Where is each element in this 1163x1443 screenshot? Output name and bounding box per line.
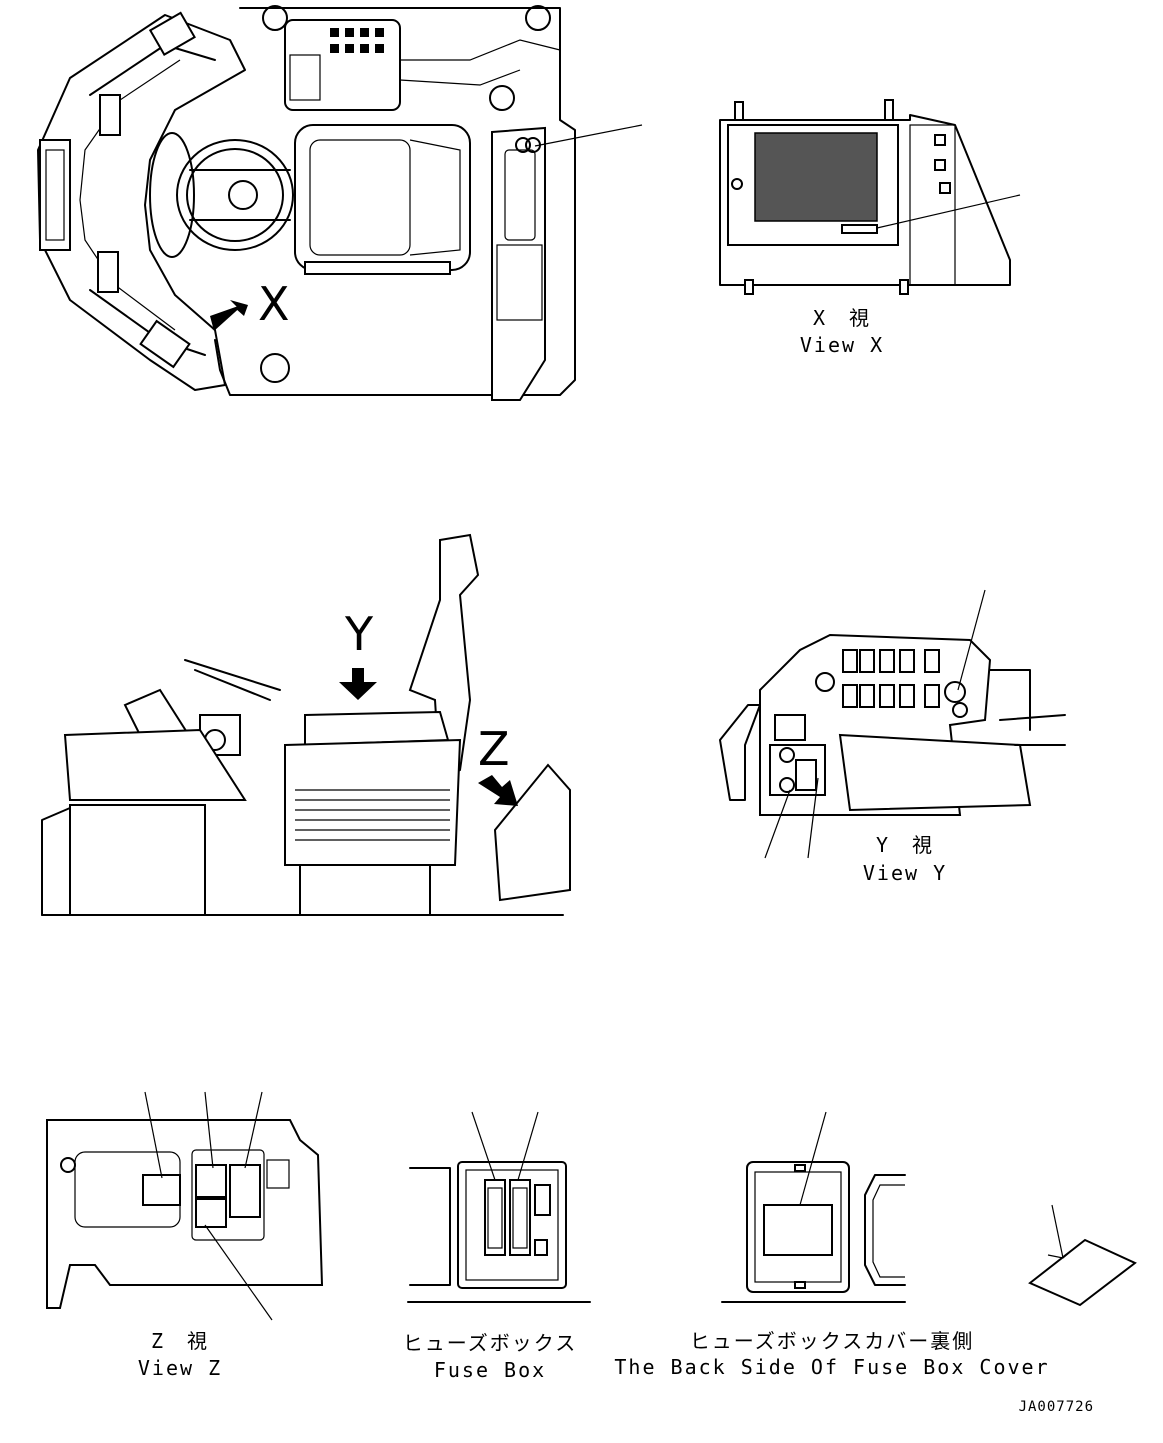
fuse-box-view: ヒューズボックス Fuse Box [403,1111,591,1382]
fuse-box-cover-view: ヒューズボックスカバー裏側 The Back Side Of Fuse Box … [614,1111,1049,1379]
view-y-panel: Y 視 View Y [719,589,1066,885]
drawing-number: JA007726 [1019,1399,1094,1415]
view-z-marker: Z [478,722,510,776]
view-y-marker: Y [344,607,374,661]
fuse-box-en-label: Fuse Box [434,1358,546,1382]
fuse-box-cover-en-label: The Back Side Of Fuse Box Cover [614,1355,1049,1379]
view-z-jp-label: Z 視 [151,1329,209,1353]
decal-sketch [1028,1204,1137,1307]
view-z-en-label: View Z [138,1356,222,1380]
side-view-cab: Y Z [41,533,571,916]
view-x-en-label: View X [800,333,884,357]
fuse-box-jp-label: ヒューズボックス [403,1331,577,1355]
view-x-panel: X 視 View X [719,99,1021,357]
view-z-panel: Z 視 View Z [46,1091,324,1380]
top-view-cab: X [37,5,643,401]
view-x-jp-label: X 視 [813,306,871,330]
view-y-en-label: View Y [863,861,947,885]
view-y-jp-label: Y 視 [876,833,934,857]
fuse-box-cover-jp-label: ヒューズボックスカバー裏側 [690,1329,974,1353]
view-x-marker: X [258,277,290,331]
